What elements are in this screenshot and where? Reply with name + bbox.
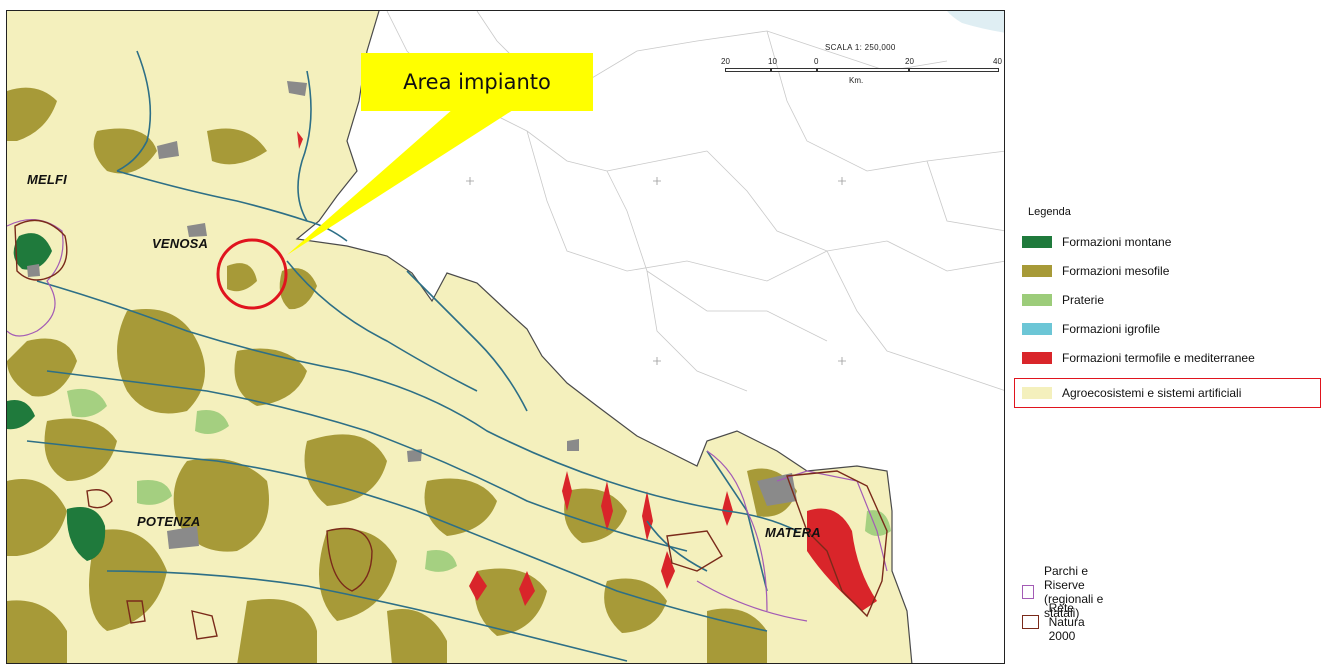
region-border — [295, 11, 913, 663]
city-label-melfi: MELFI — [27, 172, 67, 187]
legend-item-parchi: Parchi e Riserve (regionali e statali) — [1022, 564, 1111, 620]
legend-item-mesofile: Formazioni mesofile — [1022, 263, 1169, 279]
legend-label: Agroecosistemi e sistemi artificiali — [1062, 386, 1242, 400]
city-label-venosa: VENOSA — [152, 236, 209, 251]
urban-patches — [27, 81, 797, 549]
termofile-patches — [297, 131, 877, 611]
legend-swatch — [1022, 352, 1052, 364]
map-canvas[interactable]: Area impianto MELFI VENOSA POTENZA MATER… — [6, 10, 1005, 664]
legend-label: Rete Natura 2000 — [1048, 601, 1085, 643]
legend-label: Praterie — [1062, 293, 1105, 307]
legend-label: Formazioni igrofile — [1062, 322, 1161, 336]
legend-swatch — [1022, 323, 1052, 335]
legend-swatch — [1022, 236, 1052, 248]
scale-segment — [725, 68, 771, 72]
legend-outline-swatch — [1022, 585, 1034, 599]
legend-label: Formazioni mesofile — [1062, 264, 1170, 278]
legend-swatch — [1022, 294, 1052, 306]
legend-swatch — [1022, 387, 1052, 399]
scale-tick: 0 — [814, 57, 819, 66]
city-label-matera: MATERA — [765, 525, 821, 540]
scale-tick: 20 — [905, 57, 914, 66]
legend-outline-swatch — [1022, 615, 1039, 629]
legend-item-montane: Formazioni montane — [1022, 234, 1171, 250]
legend-swatch — [1022, 265, 1052, 277]
legend-label: Formazioni termofile e mediterranee — [1062, 351, 1255, 365]
legend-item-igrofile: Formazioni igrofile — [1022, 321, 1160, 337]
scale-title: SCALA 1: 250,000 — [825, 43, 896, 52]
scale-bar: SCALA 1: 250,000 20 10 0 20 40 Km. — [713, 43, 1004, 103]
grid-crosses — [466, 177, 846, 365]
callout-pointer — [287, 101, 527, 255]
scale-segment — [817, 68, 909, 72]
legend-highlight-box — [1014, 378, 1321, 408]
area-impianto-callout: Area impianto — [361, 53, 593, 111]
legend-label: Parchi e Riserve (regionali e statali) — [1043, 564, 1104, 620]
scale-segment — [771, 68, 817, 72]
scale-unit: Km. — [849, 76, 864, 85]
legend-label: Formazioni montane — [1062, 235, 1172, 249]
praterie-patches — [67, 388, 891, 572]
legend-title: Legenda — [1028, 206, 1071, 218]
scale-tick: 40 — [993, 57, 1002, 66]
highlight-circle — [216, 238, 288, 310]
scale-tick: 10 — [768, 57, 777, 66]
legend-item-agroecosistemi: Agroecosistemi e sistemi artificiali — [1022, 385, 1241, 401]
city-label-potenza: POTENZA — [137, 514, 201, 529]
scale-tick: 20 — [721, 57, 730, 66]
legend-item-termofile: Formazioni termofile e mediterranee — [1022, 350, 1255, 366]
sea-patch — [947, 11, 1004, 33]
legend-item-praterie: Praterie — [1022, 292, 1104, 308]
natura2000-boundaries — [14, 219, 888, 640]
legend-item-natura2000: Rete Natura 2000 — [1022, 601, 1098, 643]
map-svg — [7, 11, 1004, 663]
scale-segment — [909, 68, 999, 72]
montane-patches — [7, 233, 106, 561]
